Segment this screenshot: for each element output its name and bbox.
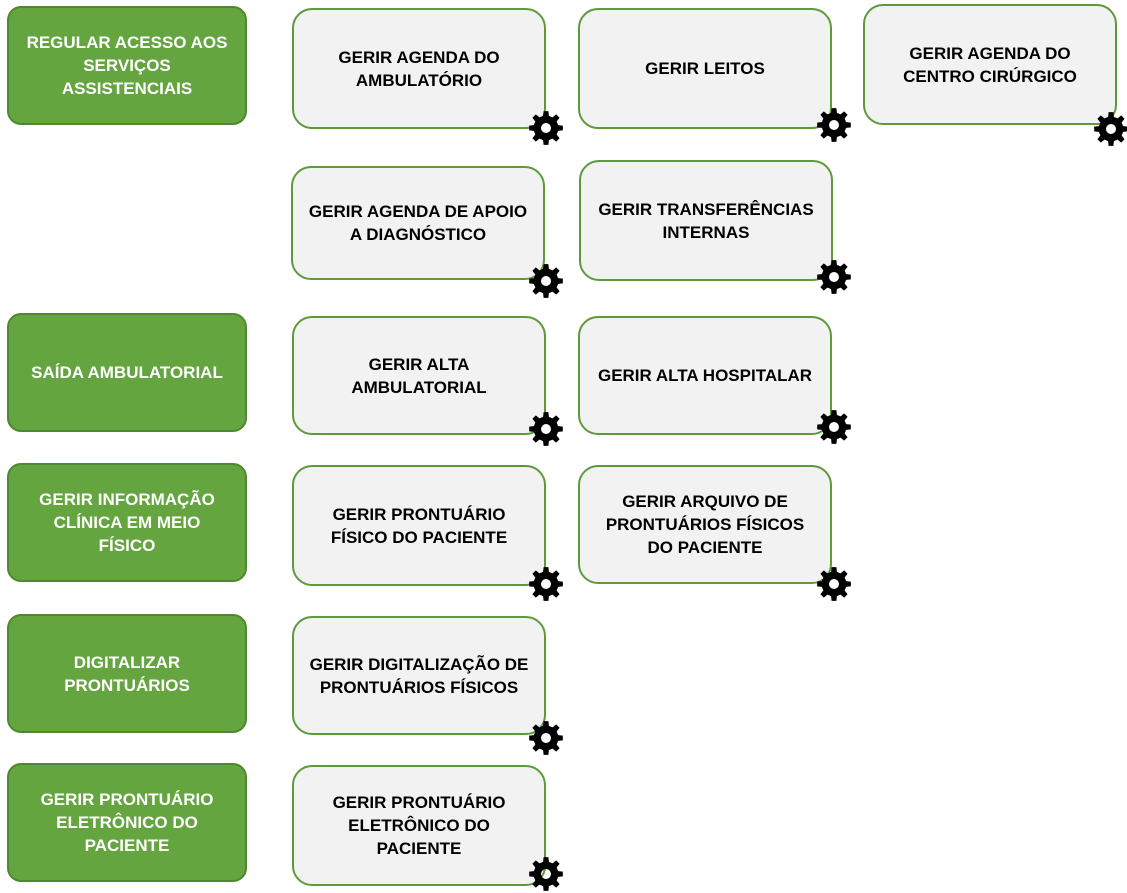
gear-icon	[527, 565, 565, 603]
process-agenda-centro-cirurgico[interactable]: GERIR AGENDA DO CENTRO CIRÚRGICO	[863, 4, 1117, 125]
gear-icon	[527, 855, 565, 893]
process-digitalizacao-prontuarios[interactable]: GERIR DIGITALIZAÇÃO DE PRONTUÁRIOS FÍSIC…	[292, 616, 546, 735]
gear-icon	[527, 719, 565, 757]
macro-regular-acesso: REGULAR ACESSO AOS SERVIÇOS ASSISTENCIAI…	[7, 6, 247, 125]
process-prontuario-eletronico[interactable]: GERIR PRONTUÁRIO ELETRÔNICO DO PACIENTE	[292, 765, 546, 886]
process-alta-hospitalar[interactable]: GERIR ALTA HOSPITALAR	[578, 316, 832, 435]
gear-icon	[1092, 110, 1127, 148]
process-gerir-leitos[interactable]: GERIR LEITOS	[578, 8, 832, 129]
gear-icon	[527, 109, 565, 147]
gear-icon	[815, 565, 853, 603]
process-agenda-ambulatorio[interactable]: GERIR AGENDA DO AMBULATÓRIO	[292, 8, 546, 129]
process-arquivo-prontuarios[interactable]: GERIR ARQUIVO DE PRONTUÁRIOS FÍSICOS DO …	[578, 465, 832, 584]
macro-gerir-informacao-clinica: GERIR INFORMAÇÃO CLÍNICA EM MEIO FÍSICO	[7, 463, 247, 582]
process-alta-ambulatorial[interactable]: GERIR ALTA AMBULATORIAL	[292, 316, 546, 435]
macro-saida-ambulatorial: SAÍDA AMBULATORIAL	[7, 313, 247, 432]
gear-icon	[815, 258, 853, 296]
macro-digitalizar-prontuarios: DIGITALIZAR PRONTUÁRIOS	[7, 614, 247, 733]
macro-gerir-pep: GERIR PRONTUÁRIO ELETRÔNICO DO PACIENTE	[7, 763, 247, 882]
gear-icon	[815, 408, 853, 446]
process-agenda-apoio-diagnostico[interactable]: GERIR AGENDA DE APOIO A DIAGNÓSTICO	[291, 166, 545, 280]
process-transferencias-internas[interactable]: GERIR TRANSFERÊNCIAS INTERNAS	[579, 160, 833, 281]
process-prontuario-fisico[interactable]: GERIR PRONTUÁRIO FÍSICO DO PACIENTE	[292, 465, 546, 586]
gear-icon	[527, 410, 565, 448]
gear-icon	[527, 262, 565, 300]
gear-icon	[815, 106, 853, 144]
